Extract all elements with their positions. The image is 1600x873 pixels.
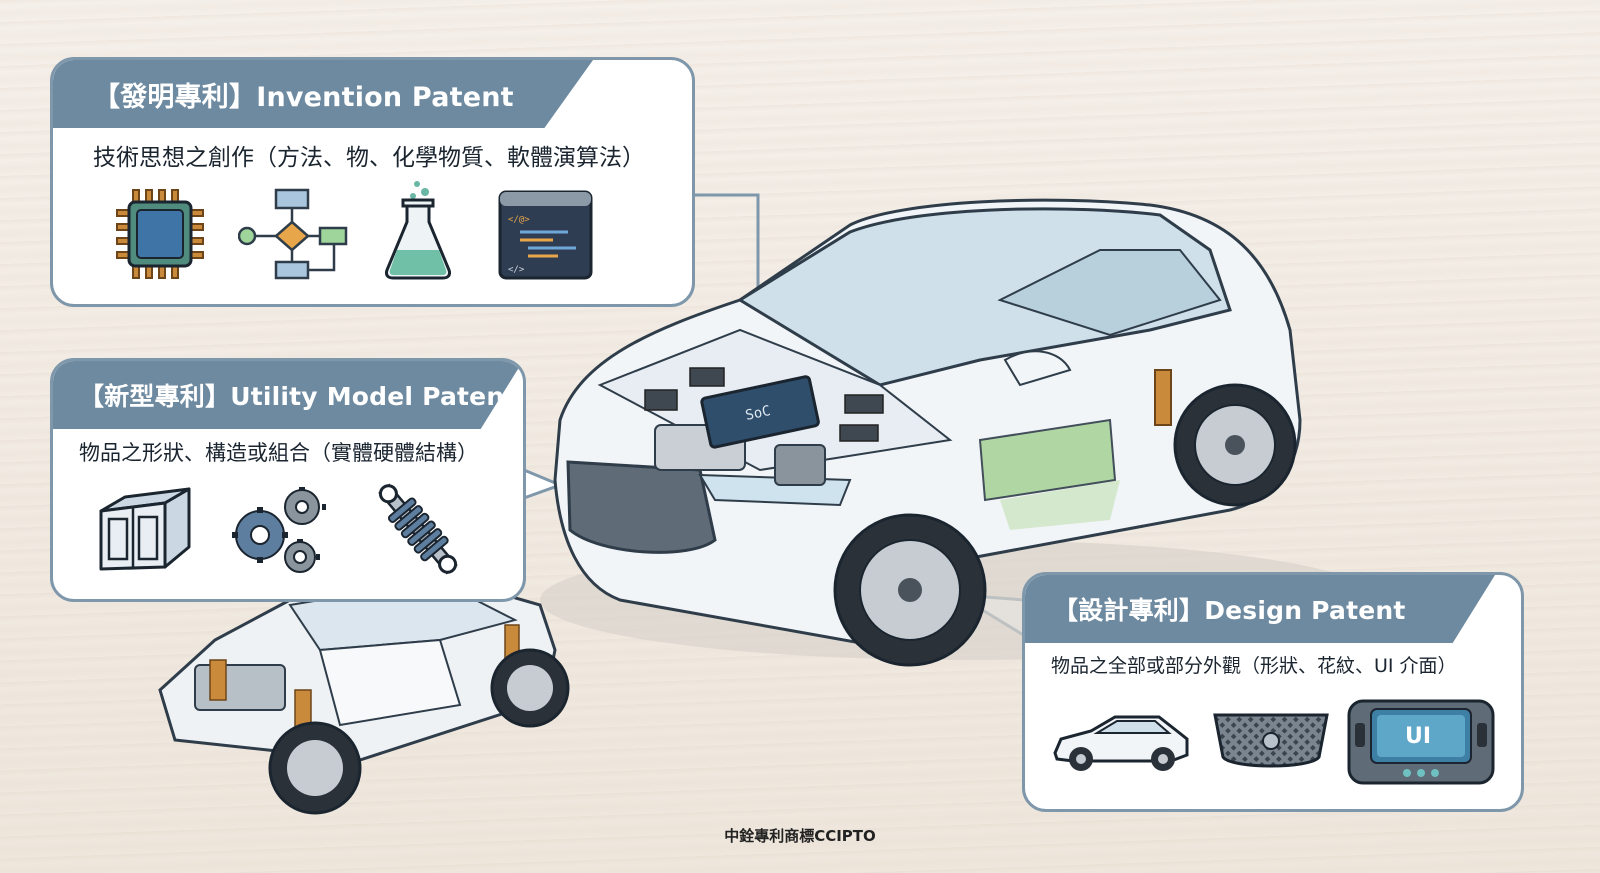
chip-icon bbox=[116, 189, 204, 279]
utility-model-patent-panel: 【新型專利】Utility Model Patent 物品之形狀、構造或組合（實… bbox=[50, 358, 526, 602]
code-label-bottom: </> bbox=[508, 265, 525, 275]
utility-model-patent-description: 物品之形狀、構造或組合（實體硬體結構） bbox=[79, 441, 478, 465]
ui-label: UI bbox=[1405, 724, 1431, 749]
chassis-car bbox=[158, 583, 570, 815]
grille-icon bbox=[1213, 713, 1329, 768]
car-silhouette-icon bbox=[1053, 715, 1189, 771]
rear-spring bbox=[1154, 369, 1172, 426]
code-label-top: </@> bbox=[508, 215, 530, 225]
design-patent-description: 物品之全部或部分外觀（形狀、花紋、UI 介面） bbox=[1051, 655, 1457, 677]
footer-brand: 中銓專利商標CCIPTO bbox=[724, 827, 876, 845]
invention-patent-panel: 【發明專利】Invention Patent 技術思想之創作（方法、物、化學物質… bbox=[50, 57, 695, 307]
invention-patent-title: 【發明專利】Invention Patent bbox=[53, 60, 593, 128]
flask-icon bbox=[385, 181, 451, 280]
ui-screen-icon: UI bbox=[1347, 699, 1495, 785]
design-patent-panel: 【設計專利】Design Patent 物品之全部或部分外觀（形狀、花紋、UI … bbox=[1022, 572, 1524, 812]
code-window-icon: </@> </> bbox=[498, 190, 593, 280]
frame-structure-icon bbox=[99, 487, 191, 571]
design-patent-title: 【設計專利】Design Patent bbox=[1025, 575, 1495, 643]
utility-model-patent-title: 【新型專利】Utility Model Patent bbox=[53, 361, 523, 429]
invention-patent-description: 技術思想之創作（方法、物、化學物質、軟體演算法） bbox=[93, 145, 645, 171]
soc-label: SoC bbox=[744, 403, 772, 424]
gears-icon bbox=[232, 487, 326, 573]
spring-shock-icon bbox=[378, 483, 458, 575]
soc-chip: SoC bbox=[700, 375, 820, 449]
flowchart-icon bbox=[238, 188, 348, 280]
main-car: SoC bbox=[553, 198, 1302, 667]
